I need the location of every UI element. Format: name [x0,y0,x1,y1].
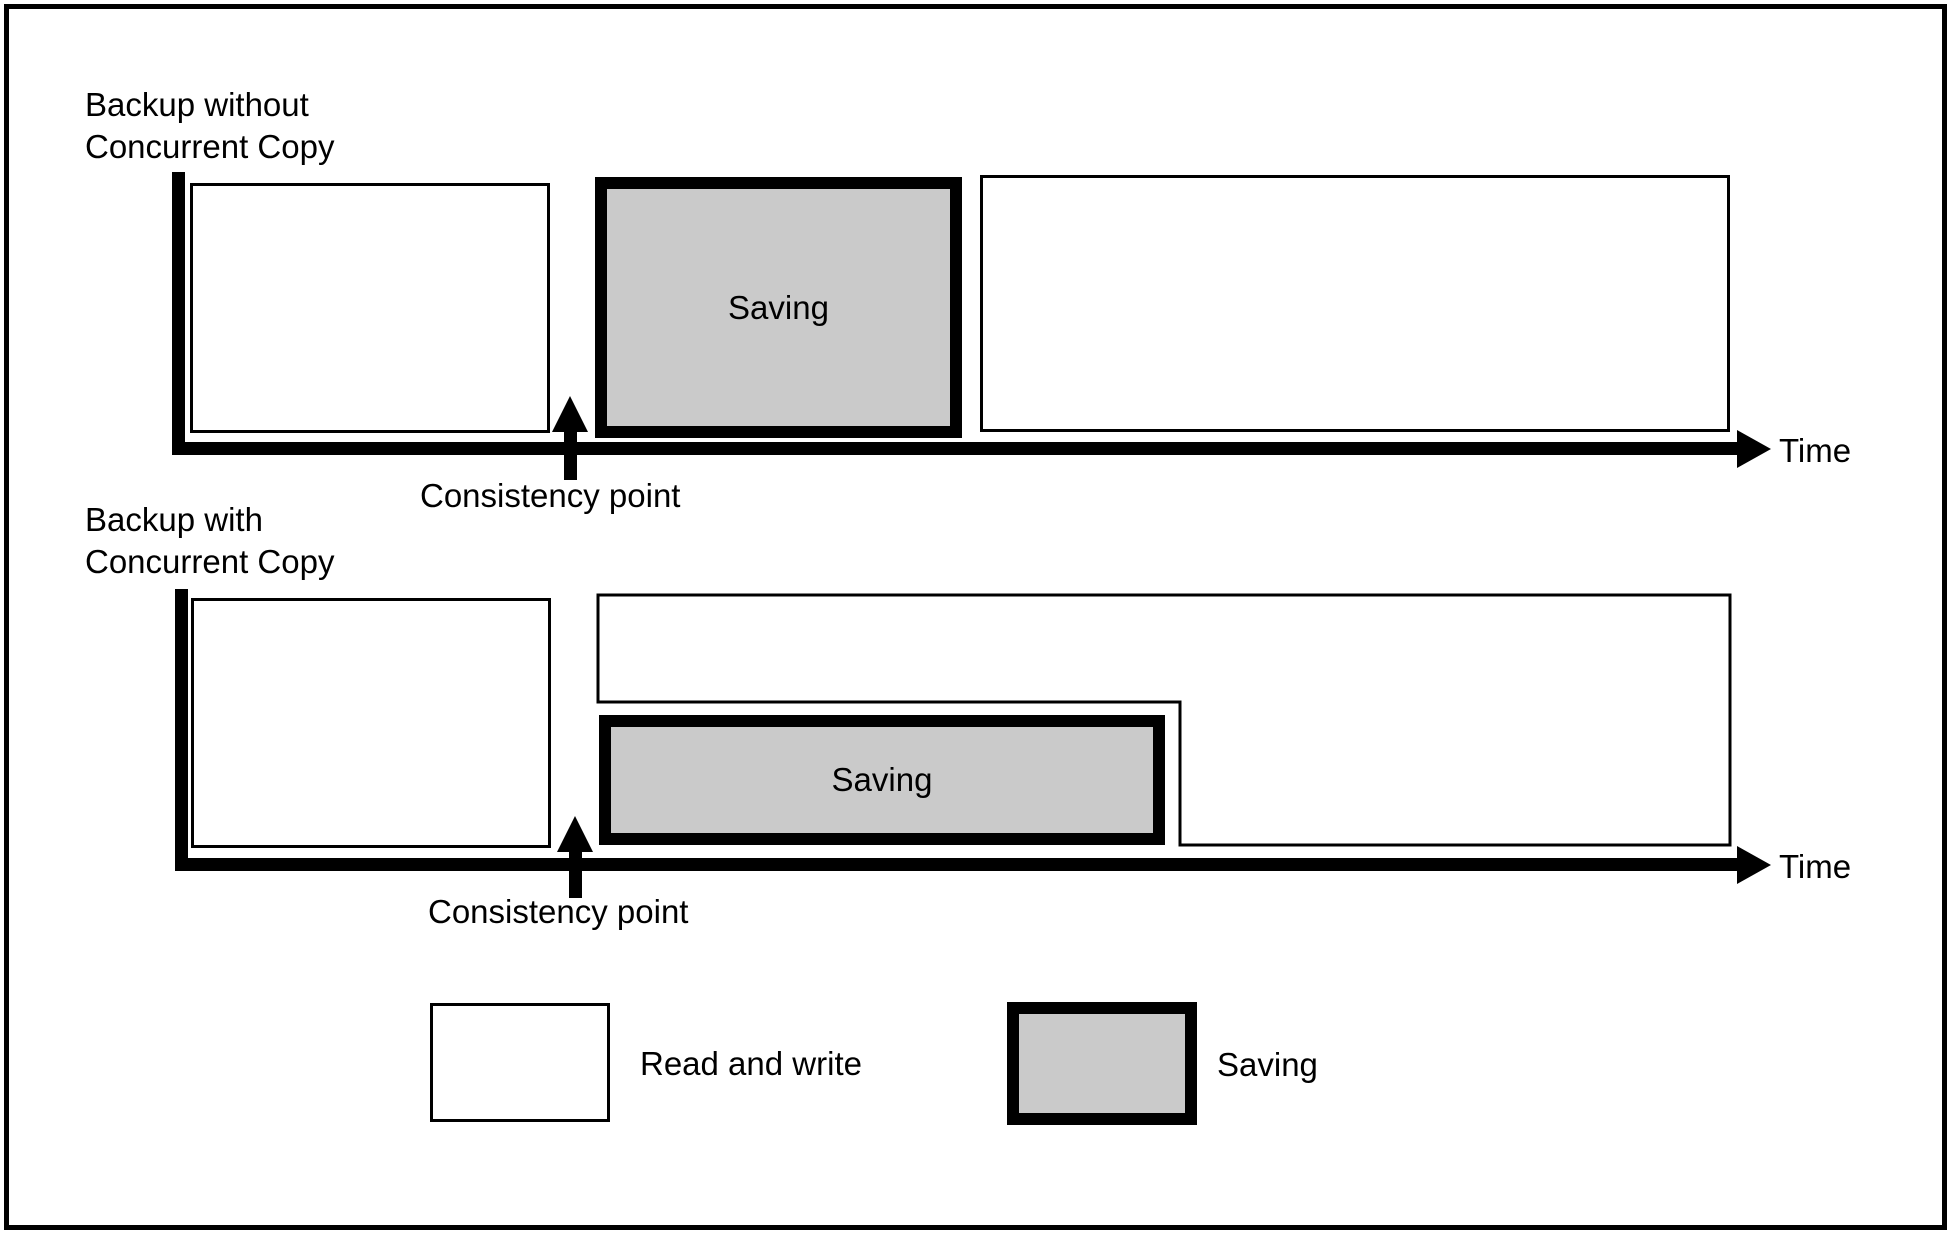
section2-saving-label: Saving [831,761,933,798]
legend-saving-label: Saving [1217,1046,1318,1083]
section1-consistency-arrow-icon [552,396,588,432]
section2-title: Backup with Concurrent Copy [85,499,334,583]
section1-saving-label: Saving [728,288,829,326]
section2-consistency-label: Consistency point [428,893,689,930]
section1-time-label: Time [1779,432,1852,469]
section2-title-line1: Backup with [85,501,263,538]
section2-consistency-arrow-icon [557,816,593,852]
section1-time-axis [172,442,1738,455]
section2-consistency-arrow-bar [569,848,582,898]
section2-value-axis [175,589,188,870]
section2-time-label: Time [1779,848,1852,885]
legend-read-write-swatch [430,1003,610,1122]
section2-saving-box: Saving [599,715,1165,845]
legend-saving-swatch [1007,1002,1197,1125]
section1-consistency-label: Consistency point [420,477,681,514]
section2-title-line2: Concurrent Copy [85,543,335,580]
section2-read-write-box-1 [191,598,551,848]
outer-border [4,4,1947,1230]
section1-read-write-box-2 [980,175,1730,432]
section1-time-axis-arrowhead-icon [1737,430,1771,468]
section1-title-line2: Concurrent Copy [85,128,335,165]
section1-consistency-arrow-bar [564,428,577,480]
section1-title: Backup without Concurrent Copy [85,84,334,168]
section1-read-write-box-1 [190,183,550,433]
section1-title-line1: Backup without [85,86,309,123]
section2-time-axis [175,858,1738,871]
section2-read-write-box-2 [596,593,1732,847]
section1-saving-box: Saving [595,177,962,438]
section2-time-axis-arrowhead-icon [1737,846,1771,884]
legend-read-write-label: Read and write [640,1045,862,1082]
section1-value-axis [172,172,185,455]
